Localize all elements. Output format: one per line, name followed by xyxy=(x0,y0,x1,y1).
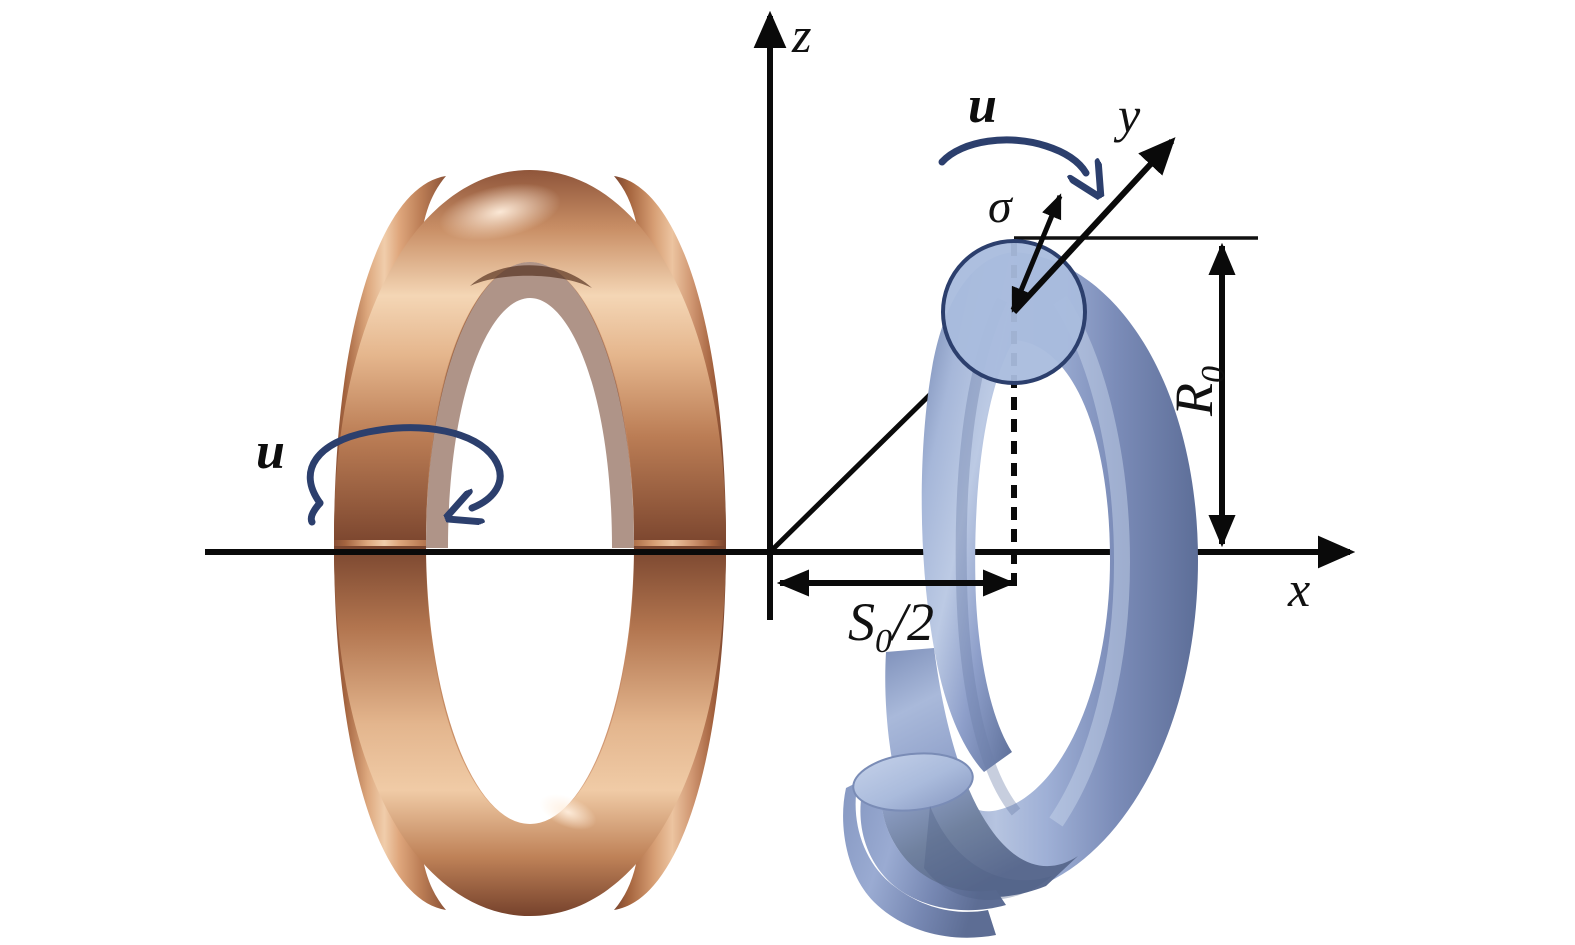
r-zero-dimension: R0 xyxy=(1164,242,1236,548)
blue-torus-spine-highlight xyxy=(1049,295,1131,827)
x-axis-label: x xyxy=(1287,561,1310,617)
s-half-dimension: S0/2 xyxy=(776,569,1016,660)
r-zero-label: R0 xyxy=(1164,366,1232,417)
z-axis-label: z xyxy=(791,7,811,63)
s-half-label-tail: /2 xyxy=(889,592,934,652)
r-zero-label-subscript: 0 xyxy=(1195,366,1232,383)
s-half-label: S0/2 xyxy=(848,592,934,660)
sigma-dimension-arrow xyxy=(1010,193,1063,313)
right-rotation-arrow xyxy=(938,136,1086,173)
blue-torus-upper-flank xyxy=(921,252,1014,772)
blue-torus-bend-shadow xyxy=(924,806,1052,900)
left-rotation-arrow xyxy=(306,424,504,508)
s-half-label-subscript: 0 xyxy=(875,623,892,660)
r-zero-label-main: R xyxy=(1164,383,1224,417)
copper-torus-hole xyxy=(426,262,634,824)
left-rotation-arrow-tail xyxy=(307,499,324,526)
copper-torus-bottom-arc xyxy=(334,546,726,916)
blue-torus-body xyxy=(881,252,1198,898)
copper-torus-crown-shade xyxy=(470,265,592,288)
sigma-label: σ xyxy=(988,180,1014,233)
copper-torus-specular-top xyxy=(439,183,561,241)
left-u-label: u xyxy=(256,423,285,480)
blue-torus-cut-sidewall xyxy=(843,782,996,938)
left-rotation-indicator: u xyxy=(256,423,504,526)
copper-torus-specular-bottom xyxy=(539,794,597,830)
copper-torus xyxy=(334,170,726,916)
right-rotation-indicator: u xyxy=(938,77,1086,173)
y-axis-line xyxy=(1011,137,1176,315)
blue-torus xyxy=(843,252,1198,938)
blue-torus-cut-face-rim xyxy=(852,752,974,812)
copper-torus-inner-shadow xyxy=(426,262,634,548)
right-u-label: u xyxy=(968,77,997,134)
blue-torus-cut-face xyxy=(853,753,973,811)
blue-torus-lower-bend xyxy=(881,648,1078,898)
y-axis-label: y xyxy=(1113,87,1141,143)
s-half-label-main: S xyxy=(848,592,875,652)
copper-torus-top-arc xyxy=(334,170,726,540)
blue-torus-cut-stub xyxy=(860,760,1006,911)
cross-section-group: σ xyxy=(941,180,1087,385)
